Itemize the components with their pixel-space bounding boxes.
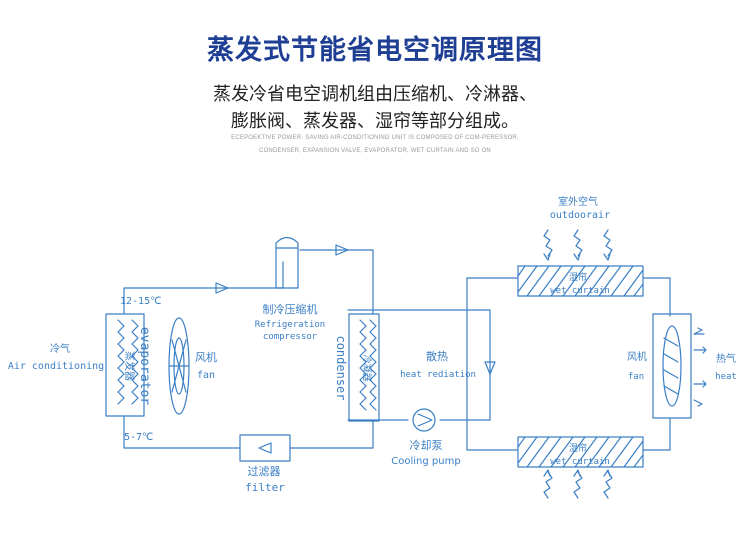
subtitle-line-1: 蒸发冷省电空调机组由压缩机、冷淋器、 bbox=[213, 84, 537, 105]
outdoor-air-arrow-3 bbox=[603, 229, 613, 257]
fan-right-label-cn: 风机 bbox=[627, 350, 647, 363]
pipe-evaporator-to-compressor bbox=[123, 261, 284, 315]
filter-box bbox=[239, 434, 291, 462]
pipe-water-right-down bbox=[642, 277, 671, 317]
condenser-label-cn: 冷凝器 bbox=[361, 354, 373, 381]
temp-low-label: 5-7℃ bbox=[124, 432, 153, 443]
flow-arrow-4 bbox=[258, 442, 272, 454]
bottom-air-arrow-2 bbox=[573, 471, 583, 499]
evaporator-label-cn: 蒸发器 bbox=[123, 351, 136, 381]
fan-left-label-cn: 风机 bbox=[195, 350, 217, 364]
evaporator-box bbox=[105, 313, 145, 417]
flow-arrow-1 bbox=[215, 282, 229, 294]
pipe-water-condenser-top bbox=[347, 309, 491, 421]
heat-label-cn: 散热 bbox=[426, 349, 448, 363]
hot-air-label-en: heat bbox=[715, 372, 737, 382]
hot-air-arrow-3 bbox=[693, 380, 707, 388]
flow-arrow-2 bbox=[335, 244, 349, 256]
flow-arrow-3 bbox=[484, 361, 496, 375]
pump-label-cn: 冷却泵 bbox=[410, 439, 443, 452]
wet-curtain-top-label-cn: 湿帘 bbox=[569, 271, 587, 283]
bottom-air-arrow-1 bbox=[543, 471, 553, 499]
compressor-label-en-1: Refrigeration bbox=[255, 320, 325, 330]
pipe-condenser-to-filter bbox=[289, 420, 374, 449]
english-description-line-1: ECEPOEKTIVE POWER- SAVING AIR-CONDITIONI… bbox=[231, 135, 519, 141]
cold-air-label-cn: 冷气 bbox=[50, 342, 70, 355]
evaporator-coil-2 bbox=[131, 319, 139, 405]
outdoor-air-arrow-2 bbox=[573, 229, 583, 257]
outdoor-air-label-cn: 室外空气 bbox=[558, 195, 598, 208]
bottom-air-arrow-3 bbox=[603, 471, 613, 499]
filter-label-cn: 过滤器 bbox=[248, 465, 281, 478]
fan-left-outer bbox=[168, 317, 190, 415]
wet-curtain-bottom bbox=[517, 436, 644, 468]
temp-high-label: 12-15℃ bbox=[120, 296, 161, 307]
pipe-filter-to-evaporator bbox=[123, 415, 241, 449]
wet-curtain-top-label-en: wet curtain bbox=[550, 286, 610, 296]
outdoor-air-label-en: outdoorair bbox=[550, 210, 610, 221]
compressor-tank bbox=[275, 236, 299, 289]
pipe-compressor-to-condenser bbox=[299, 249, 374, 315]
hot-air-arrow-1 bbox=[693, 327, 705, 335]
compressor-label-en-2: compressor bbox=[263, 332, 318, 342]
evaporator-label-en: evaporator bbox=[137, 327, 152, 405]
cold-air-label-en: Air conditioning bbox=[8, 361, 104, 372]
pipe-water-bottom bbox=[466, 277, 519, 451]
compressor-label-cn: 制冷压缩机 bbox=[263, 302, 318, 316]
condenser-box bbox=[348, 313, 380, 422]
heat-label-en: heat rediation bbox=[400, 370, 476, 380]
pipe-water-right-up bbox=[642, 417, 671, 451]
wet-curtain-bottom-label-en: wet curtain bbox=[550, 457, 610, 467]
filter-label-en: filter bbox=[245, 481, 285, 494]
fan-right-box bbox=[652, 313, 692, 419]
pump-label-en: Cooling pump bbox=[391, 456, 460, 467]
condenser-label-en: condenser bbox=[334, 335, 348, 400]
cooling-pump bbox=[412, 408, 436, 432]
hot-air-arrow-4 bbox=[693, 399, 703, 407]
fan-right-label-en: fan bbox=[628, 372, 644, 382]
evaporator-coil bbox=[117, 319, 125, 405]
subtitle-line-2: 膨胀阀、蒸发器、湿帘等部分组成。 bbox=[231, 111, 519, 132]
english-description-line-2: CONDENSER, EXPANSION VALVE, EVAPORATOR, … bbox=[259, 148, 491, 154]
hot-air-label-cn: 热气 bbox=[716, 352, 736, 365]
wet-curtain-top bbox=[517, 265, 644, 297]
condenser-coil-2 bbox=[369, 319, 377, 411]
fan-left-label-en: fan bbox=[197, 370, 215, 381]
outdoor-air-arrow-1 bbox=[543, 229, 553, 257]
page-title: 蒸发式节能省电空调原理图 bbox=[207, 35, 543, 66]
wet-curtain-bottom-label-cn: 湿帘 bbox=[569, 442, 587, 454]
condenser-coil bbox=[359, 319, 367, 411]
hot-air-arrow-2 bbox=[693, 346, 707, 354]
